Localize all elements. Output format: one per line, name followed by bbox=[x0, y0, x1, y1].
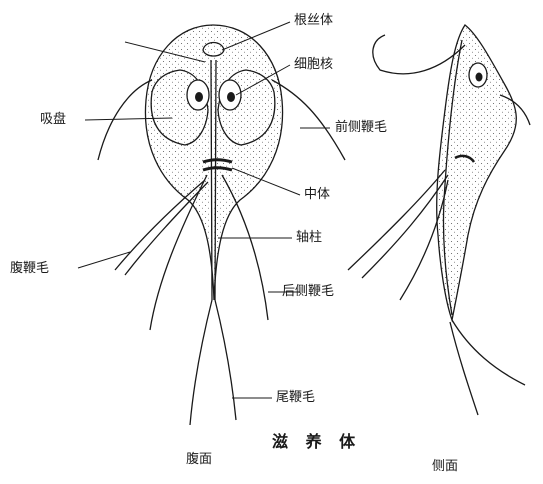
label-axostyle: 轴柱 bbox=[296, 230, 323, 245]
label-sucking-disc: 吸盘 bbox=[40, 112, 67, 127]
caudal-flagellum-1 bbox=[189, 299, 213, 426]
label-posterior-lateral-flagellum: 后侧鞭毛 bbox=[282, 284, 335, 299]
label-basal-body: 根丝体 bbox=[294, 13, 334, 28]
posterior-lateral-flagellum-left bbox=[149, 174, 208, 331]
anterior-flagellum-left bbox=[97, 79, 153, 161]
lateral-nucleus-core bbox=[475, 72, 483, 82]
ventral-view bbox=[97, 24, 346, 426]
ventral-flagellum-1 bbox=[114, 179, 206, 271]
lateral-anterior-flagellum bbox=[372, 34, 466, 75]
leader-ventral-flagellum bbox=[77, 251, 131, 269]
figure-title: 滋 养 体 bbox=[272, 432, 362, 451]
lateral-body-outline bbox=[436, 24, 517, 323]
posterior-lateral-flagellum-right bbox=[221, 174, 269, 321]
ventral-body-outline bbox=[144, 24, 284, 301]
lateral-flagellum-1 bbox=[347, 169, 446, 271]
label-caudal-flagellum: 尾鞭毛 bbox=[276, 390, 316, 405]
lateral-anterior-flagellum-2 bbox=[499, 94, 531, 126]
left-sucking-disc bbox=[150, 69, 209, 146]
label-ventral-flagellum: 腹鞭毛 bbox=[10, 261, 50, 276]
label-anterior-lateral-flagellum: 前侧鞭毛 bbox=[335, 120, 388, 135]
leader-sucking-disc bbox=[84, 117, 173, 121]
leader-basal-body bbox=[221, 21, 291, 51]
leader-basal-body-2 bbox=[124, 41, 206, 63]
anterior-flagellum-right bbox=[271, 79, 346, 161]
caudal-flagellum-2 bbox=[214, 299, 237, 421]
lateral-median-body bbox=[454, 154, 476, 163]
median-body-bar-1 bbox=[202, 158, 233, 164]
leader-nucleus bbox=[235, 64, 291, 96]
nucleus-left-core bbox=[195, 92, 203, 102]
leader-median-body bbox=[231, 167, 301, 196]
nucleus-right-core bbox=[227, 92, 235, 102]
median-body-bar-2 bbox=[202, 166, 233, 172]
lateral-flagellum-3 bbox=[399, 179, 449, 301]
ventral-flagellum-2 bbox=[124, 181, 209, 276]
lateral-flagellum-2 bbox=[361, 174, 449, 279]
axostyle-line-2 bbox=[214, 59, 217, 301]
axostyle-line-1 bbox=[210, 59, 213, 301]
basal-body-knot bbox=[202, 41, 225, 57]
view-label-ventral: 腹面 bbox=[186, 452, 213, 467]
lateral-caudal-flagellum-2 bbox=[449, 321, 479, 416]
leader-lines bbox=[77, 21, 330, 399]
lateral-view bbox=[347, 24, 531, 416]
label-median-body: 中体 bbox=[304, 187, 331, 202]
right-sucking-disc bbox=[217, 69, 276, 146]
label-nucleus: 细胞核 bbox=[294, 57, 334, 72]
lateral-caudal-flagellum-1 bbox=[451, 319, 526, 386]
view-label-lateral: 侧面 bbox=[432, 459, 459, 474]
